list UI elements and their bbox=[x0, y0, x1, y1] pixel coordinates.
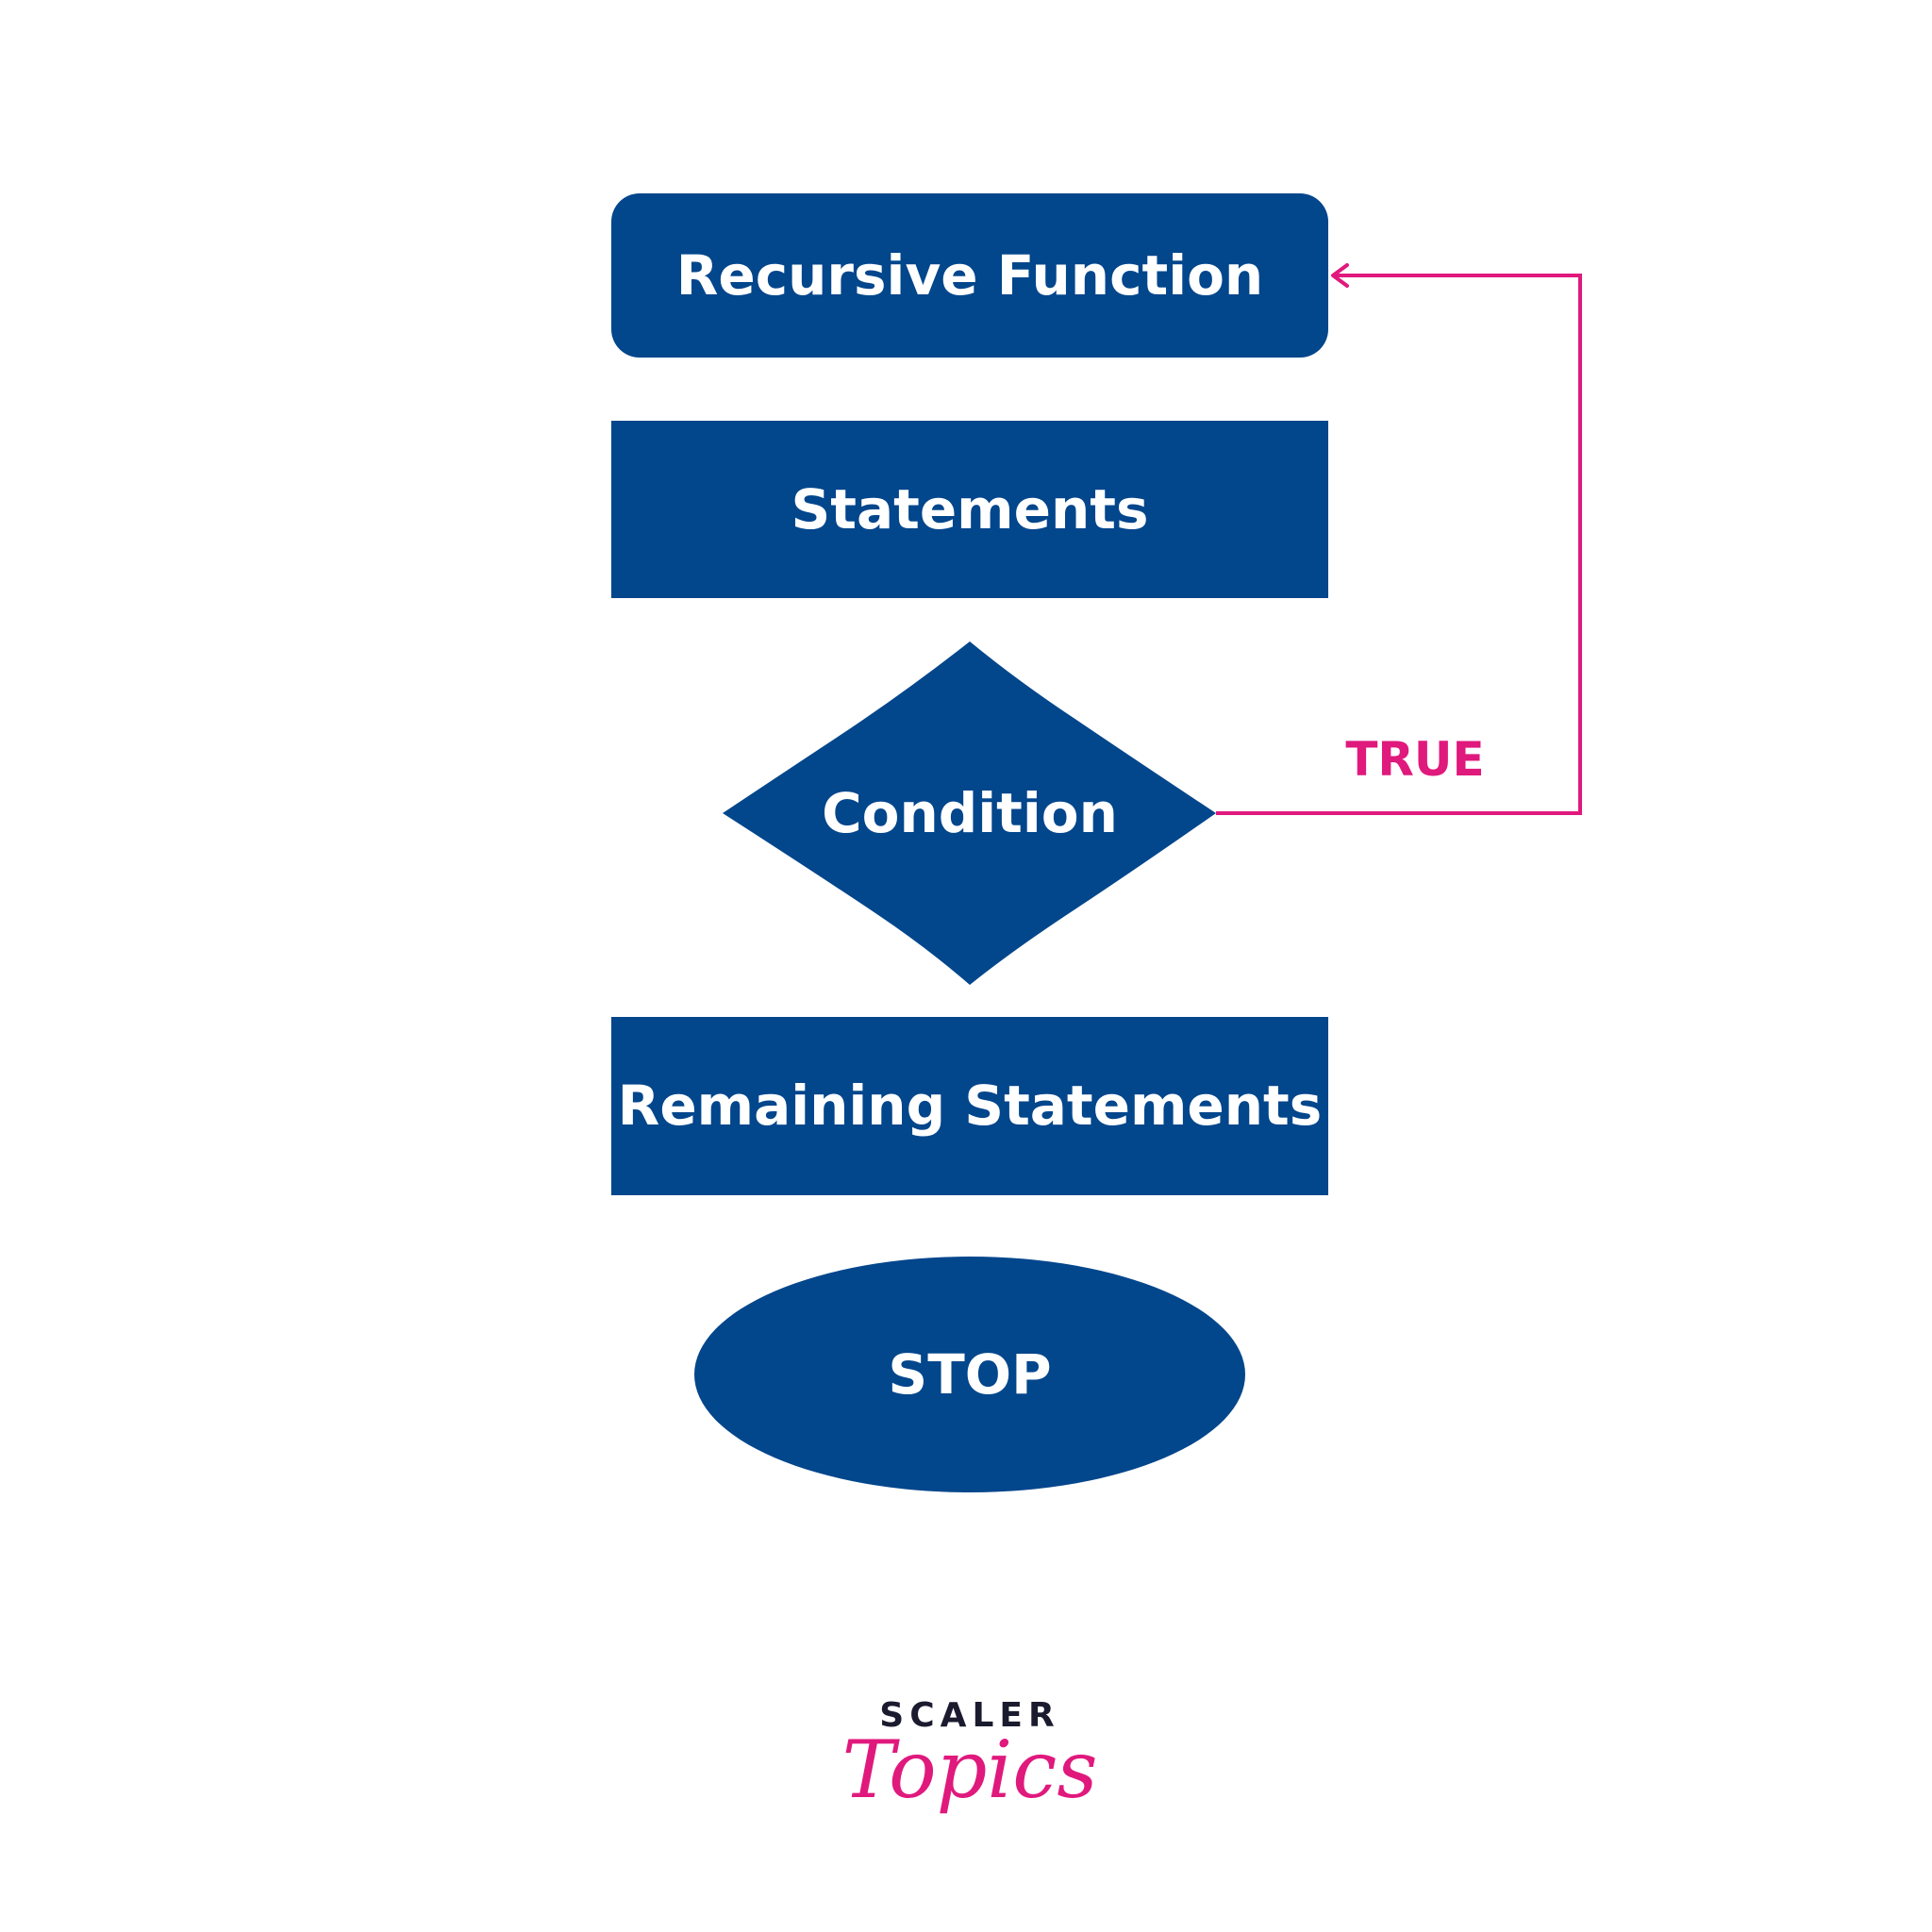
stop-label: STOP bbox=[888, 1342, 1051, 1407]
condition-label: Condition bbox=[822, 781, 1118, 845]
remaining-statements-shape bbox=[611, 1017, 1328, 1195]
scaler-topics-logo: SCALER Topics bbox=[842, 1696, 1098, 1816]
recursive-function-node: Recursive Function bbox=[611, 193, 1328, 358]
statements-label: Statements bbox=[791, 477, 1148, 541]
condition-node: Condition bbox=[723, 641, 1216, 985]
statements-shape bbox=[611, 421, 1328, 598]
condition-shape bbox=[723, 641, 1216, 985]
arrowhead-icon bbox=[1331, 263, 1349, 288]
remaining-statements-label: Remaining Statements bbox=[618, 1074, 1323, 1138]
stop-shape bbox=[694, 1257, 1245, 1492]
remaining-statements-node: Remaining Statements bbox=[611, 1017, 1328, 1195]
statements-node: Statements bbox=[611, 421, 1328, 598]
recursive-function-label: Recursive Function bbox=[676, 243, 1263, 308]
logo-text-bottom: Topics bbox=[842, 1724, 1098, 1816]
true-label: TRUE bbox=[1345, 732, 1484, 787]
stop-node: STOP bbox=[694, 1257, 1245, 1492]
true-connector-line bbox=[1216, 274, 1582, 815]
true-connector: TRUE bbox=[1216, 263, 1582, 815]
recursive-function-shape bbox=[611, 193, 1328, 358]
logo-text-top: SCALER bbox=[879, 1696, 1059, 1735]
